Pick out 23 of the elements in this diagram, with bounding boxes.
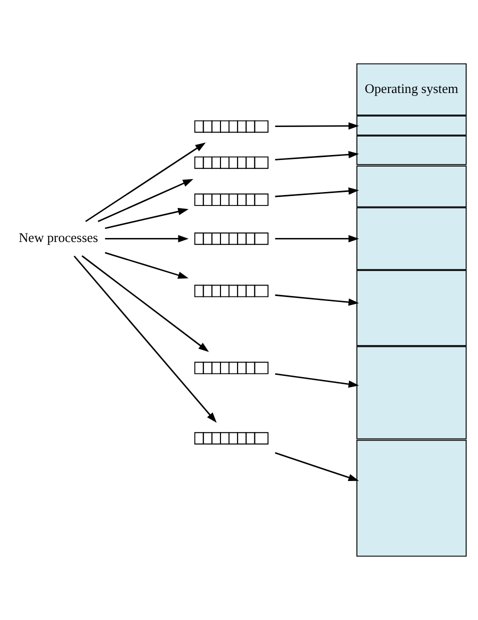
arrow (74, 256, 217, 423)
arrow (104, 252, 189, 279)
node-bar (356, 136, 467, 166)
arrow (85, 142, 206, 222)
arrow (274, 452, 359, 482)
arrow (98, 178, 194, 222)
arrow (275, 235, 359, 242)
node-bar (356, 116, 467, 136)
arrow (275, 122, 359, 130)
node-bar (356, 346, 467, 440)
node-bar (356, 270, 467, 346)
arrow (82, 255, 209, 352)
arrow (275, 373, 359, 388)
arrow (105, 235, 189, 242)
node-text: New processes (18, 230, 98, 246)
node-bar (356, 207, 467, 270)
arrow (275, 294, 359, 306)
node-box: Operating system (356, 63, 467, 116)
arrow (104, 208, 189, 229)
node-bar (356, 440, 467, 557)
node-bar (356, 166, 467, 208)
arrow (275, 187, 359, 198)
arrow (275, 150, 359, 160)
